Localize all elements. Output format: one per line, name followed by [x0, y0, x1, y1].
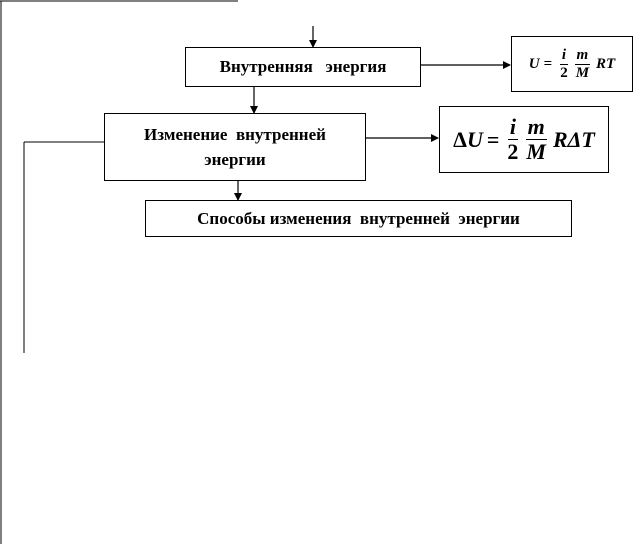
formula-2-frac1-num: i — [507, 114, 518, 140]
formula-2-delta: Δ — [453, 126, 467, 152]
formula-1-frac2-den: M — [575, 64, 590, 81]
formula-2-fraction-i-2: i 2 — [505, 116, 520, 163]
internal-energy-box: Внутренняя энергия — [185, 47, 421, 87]
formula-2-fraction-m-M: m M — [524, 116, 548, 163]
change-label-line-2: энергии — [204, 150, 266, 169]
formula-1-fraction-i-2: i 2 — [558, 46, 570, 81]
formula-2-frac2-den: M — [526, 139, 546, 164]
formula-2-rhs: RΔT — [552, 126, 595, 152]
methods-box: Способы изменения внутренней энергии — [145, 200, 572, 237]
methods-label: Способы изменения внутренней энергии — [197, 208, 520, 228]
formula-1-frac1-num: i — [559, 46, 569, 65]
formula-internal-energy: U = i 2 m M RT — [511, 36, 633, 92]
formula-2-frac2-num: m — [525, 114, 547, 140]
formula-1-fraction-m-M: m M — [574, 46, 591, 81]
formula-1-frac1-den: 2 — [560, 64, 568, 81]
formula-change-internal-energy: Δ U = i 2 m M RΔT — [439, 106, 609, 173]
formula-1-frac2-num: m — [574, 46, 591, 65]
formula-2-frac1-den: 2 — [507, 139, 519, 164]
formula-2-lhs: U — [466, 126, 483, 152]
formula-1-lhs: U — [528, 55, 540, 72]
formula-1-rhs: RT — [596, 55, 616, 72]
change-label-line-1: Изменение внутренней — [144, 124, 326, 144]
formula-2-eq: = — [486, 126, 500, 152]
formula-1-eq: = — [543, 55, 553, 72]
change-internal-energy-box: Изменение внутренней энергии — [104, 113, 366, 181]
internal-energy-label: Внутренняя энергия — [219, 57, 387, 76]
